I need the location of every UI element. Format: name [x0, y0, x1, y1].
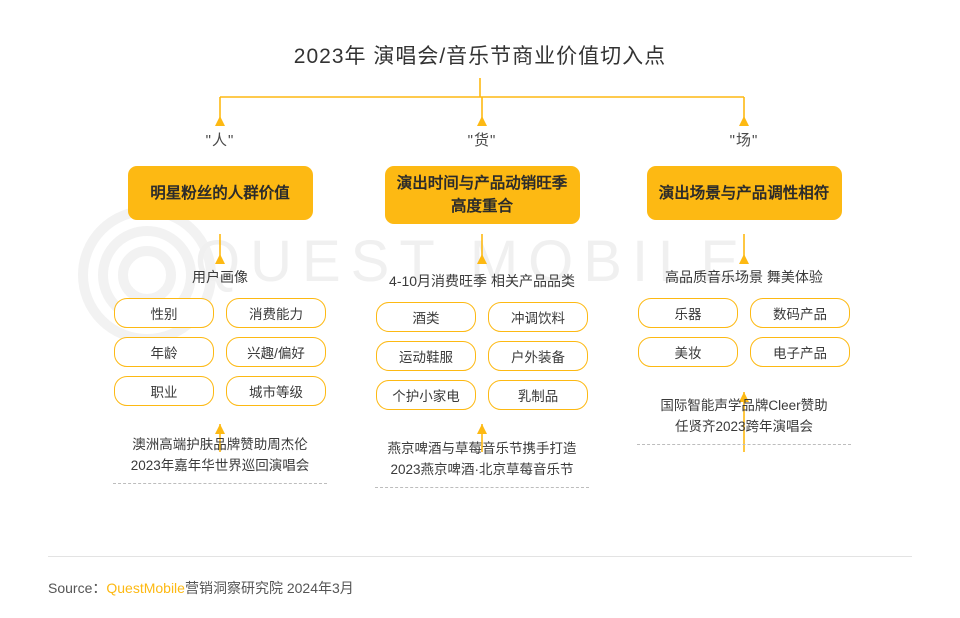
pill-item[interactable]: 消费能力: [226, 298, 326, 328]
pill-item[interactable]: 个护小家电: [376, 380, 476, 410]
pillar-column-people: "人" 明星粉丝的人群价值 用户画像 性别 消费能力 年龄 兴趣/偏好 职业 城…: [90, 130, 350, 484]
page-title: 2023年 演唱会/音乐节商业价值切入点: [293, 45, 667, 68]
pillar-column-venue: "场" 演出场景与产品调性相符 高品质音乐场景 舞美体验 乐器 数码产品 美妆 …: [614, 130, 874, 445]
case-note-divider: [113, 483, 327, 484]
pillar-headline: 明星粉丝的人群价值: [127, 166, 313, 220]
pill-item[interactable]: 冲调饮料: [488, 302, 588, 332]
footer-divider: [48, 556, 912, 557]
pill-item[interactable]: 职业: [114, 376, 214, 406]
source-label: Source：: [48, 580, 107, 596]
pillar-tag: "人": [205, 132, 235, 149]
pill-item[interactable]: 性别: [114, 298, 214, 328]
pill-item[interactable]: 户外装备: [488, 341, 588, 371]
pillar-subhead: 用户画像: [192, 269, 248, 285]
pill-item[interactable]: 兴趣/偏好: [226, 337, 326, 367]
pillar-subhead: 4-10月消费旺季 相关产品品类: [389, 273, 575, 289]
case-note: 澳洲高端护肤品牌赞助周杰伦 2023年嘉年华世界巡回演唱会: [130, 437, 310, 473]
pill-item[interactable]: 美妆: [638, 337, 738, 367]
case-note: 国际智能声学品牌Cleer赞助 任贤齐2023跨年演唱会: [660, 398, 828, 434]
pill-grid: 性别 消费能力 年龄 兴趣/偏好 职业 城市等级: [90, 298, 350, 406]
pillar-subhead: 高品质音乐场景 舞美体验: [665, 269, 823, 285]
source-detail: 营销洞察研究院 2024年3月: [184, 580, 354, 596]
brand-name: QuestMobile: [106, 580, 185, 596]
pill-item[interactable]: 酒类: [376, 302, 476, 332]
pill-item[interactable]: 数码产品: [750, 298, 850, 328]
pill-grid: 酒类 冲调饮料 运动鞋服 户外装备 个护小家电 乳制品: [352, 302, 612, 410]
pillar-tag: "场": [729, 132, 759, 149]
source-footer: Source：QuestMobile营销洞察研究院 2024年3月: [48, 578, 354, 598]
pill-item[interactable]: 电子产品: [750, 337, 850, 367]
pillar-tag: "货": [467, 132, 497, 149]
pill-item[interactable]: 城市等级: [226, 376, 326, 406]
case-note-divider: [637, 444, 851, 445]
pill-item[interactable]: 乳制品: [488, 380, 588, 410]
pill-item[interactable]: 运动鞋服: [376, 341, 476, 371]
pillar-headline: 演出场景与产品调性相符: [646, 166, 842, 220]
pill-grid: 乐器 数码产品 美妆 电子产品: [614, 298, 874, 367]
pillar-headline: 演出时间与产品动销旺季高度重合: [384, 166, 580, 224]
pillar-column-goods: "货" 演出时间与产品动销旺季高度重合 4-10月消费旺季 相关产品品类 酒类 …: [352, 130, 612, 488]
pill-item[interactable]: 年龄: [114, 337, 214, 367]
pill-item[interactable]: 乐器: [638, 298, 738, 328]
case-note: 燕京啤酒与草莓音乐节携手打造 2023燕京啤酒·北京草莓音乐节: [387, 441, 577, 477]
case-note-divider: [375, 487, 589, 488]
